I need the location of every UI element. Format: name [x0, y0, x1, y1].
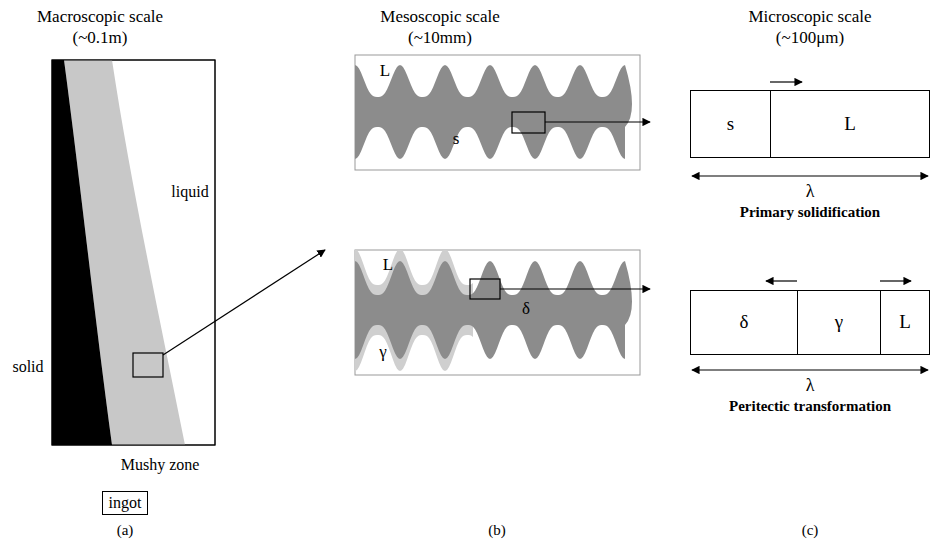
process-caption: Peritectic transformation — [729, 398, 891, 415]
zoom-arrow — [500, 288, 650, 289]
phase-cell: δ — [690, 290, 798, 355]
zoom-box — [512, 112, 545, 133]
interface-arrow — [766, 280, 797, 281]
panel-letter: (a) — [117, 522, 134, 539]
spacing-symbol: λ — [806, 376, 815, 396]
ingot-border — [52, 60, 215, 445]
panel-letter: (b) — [488, 522, 506, 539]
phase-label: L — [380, 62, 390, 81]
scale-heading: Macroscopic scale — [37, 8, 163, 27]
spacing-symbol: λ — [806, 182, 815, 202]
region-label: Mushy zone — [121, 456, 200, 474]
zoom-box — [470, 279, 500, 299]
dendrite — [355, 261, 632, 359]
interface-arrow — [770, 81, 802, 82]
zoom-arrow — [545, 121, 650, 122]
phase-cell: γ — [797, 290, 881, 355]
node-text: L — [844, 114, 856, 135]
node-text: s — [727, 114, 734, 135]
solid-region — [52, 60, 112, 445]
ingot-box: ingot — [102, 491, 149, 515]
region-label: liquid — [171, 183, 208, 201]
ingot-outline — [52, 60, 215, 445]
zoom-arrow — [163, 250, 325, 355]
dendrite — [355, 65, 632, 159]
region-label: solid — [12, 358, 43, 376]
scale-size: (~0.1m) — [73, 29, 128, 48]
node-text: ingot — [109, 494, 142, 512]
node-text: δ — [740, 312, 749, 333]
phase-cell: L — [770, 90, 930, 158]
phase-cell: s — [690, 90, 771, 158]
phase-cell: L — [880, 290, 930, 355]
zoom-box — [133, 353, 163, 377]
scale-size: (~10mm) — [408, 29, 472, 48]
spacing-arrow — [692, 369, 928, 370]
phase-label: s — [453, 130, 460, 149]
phase-label: δ — [522, 300, 530, 319]
scale-size: (~100μm) — [776, 29, 844, 48]
scale-heading: Microscopic scale — [748, 8, 871, 27]
phase-label: L — [383, 256, 393, 275]
spacing-arrow — [692, 175, 928, 176]
panel-letter: (c) — [802, 522, 819, 539]
node-text: L — [899, 312, 911, 333]
interface-arrow — [880, 280, 911, 281]
process-caption: Primary solidification — [740, 204, 880, 221]
scale-heading: Mesoscopic scale — [380, 8, 499, 27]
gamma-layer — [355, 250, 473, 371]
node-text: γ — [835, 312, 843, 333]
phase-label: γ — [379, 343, 387, 362]
